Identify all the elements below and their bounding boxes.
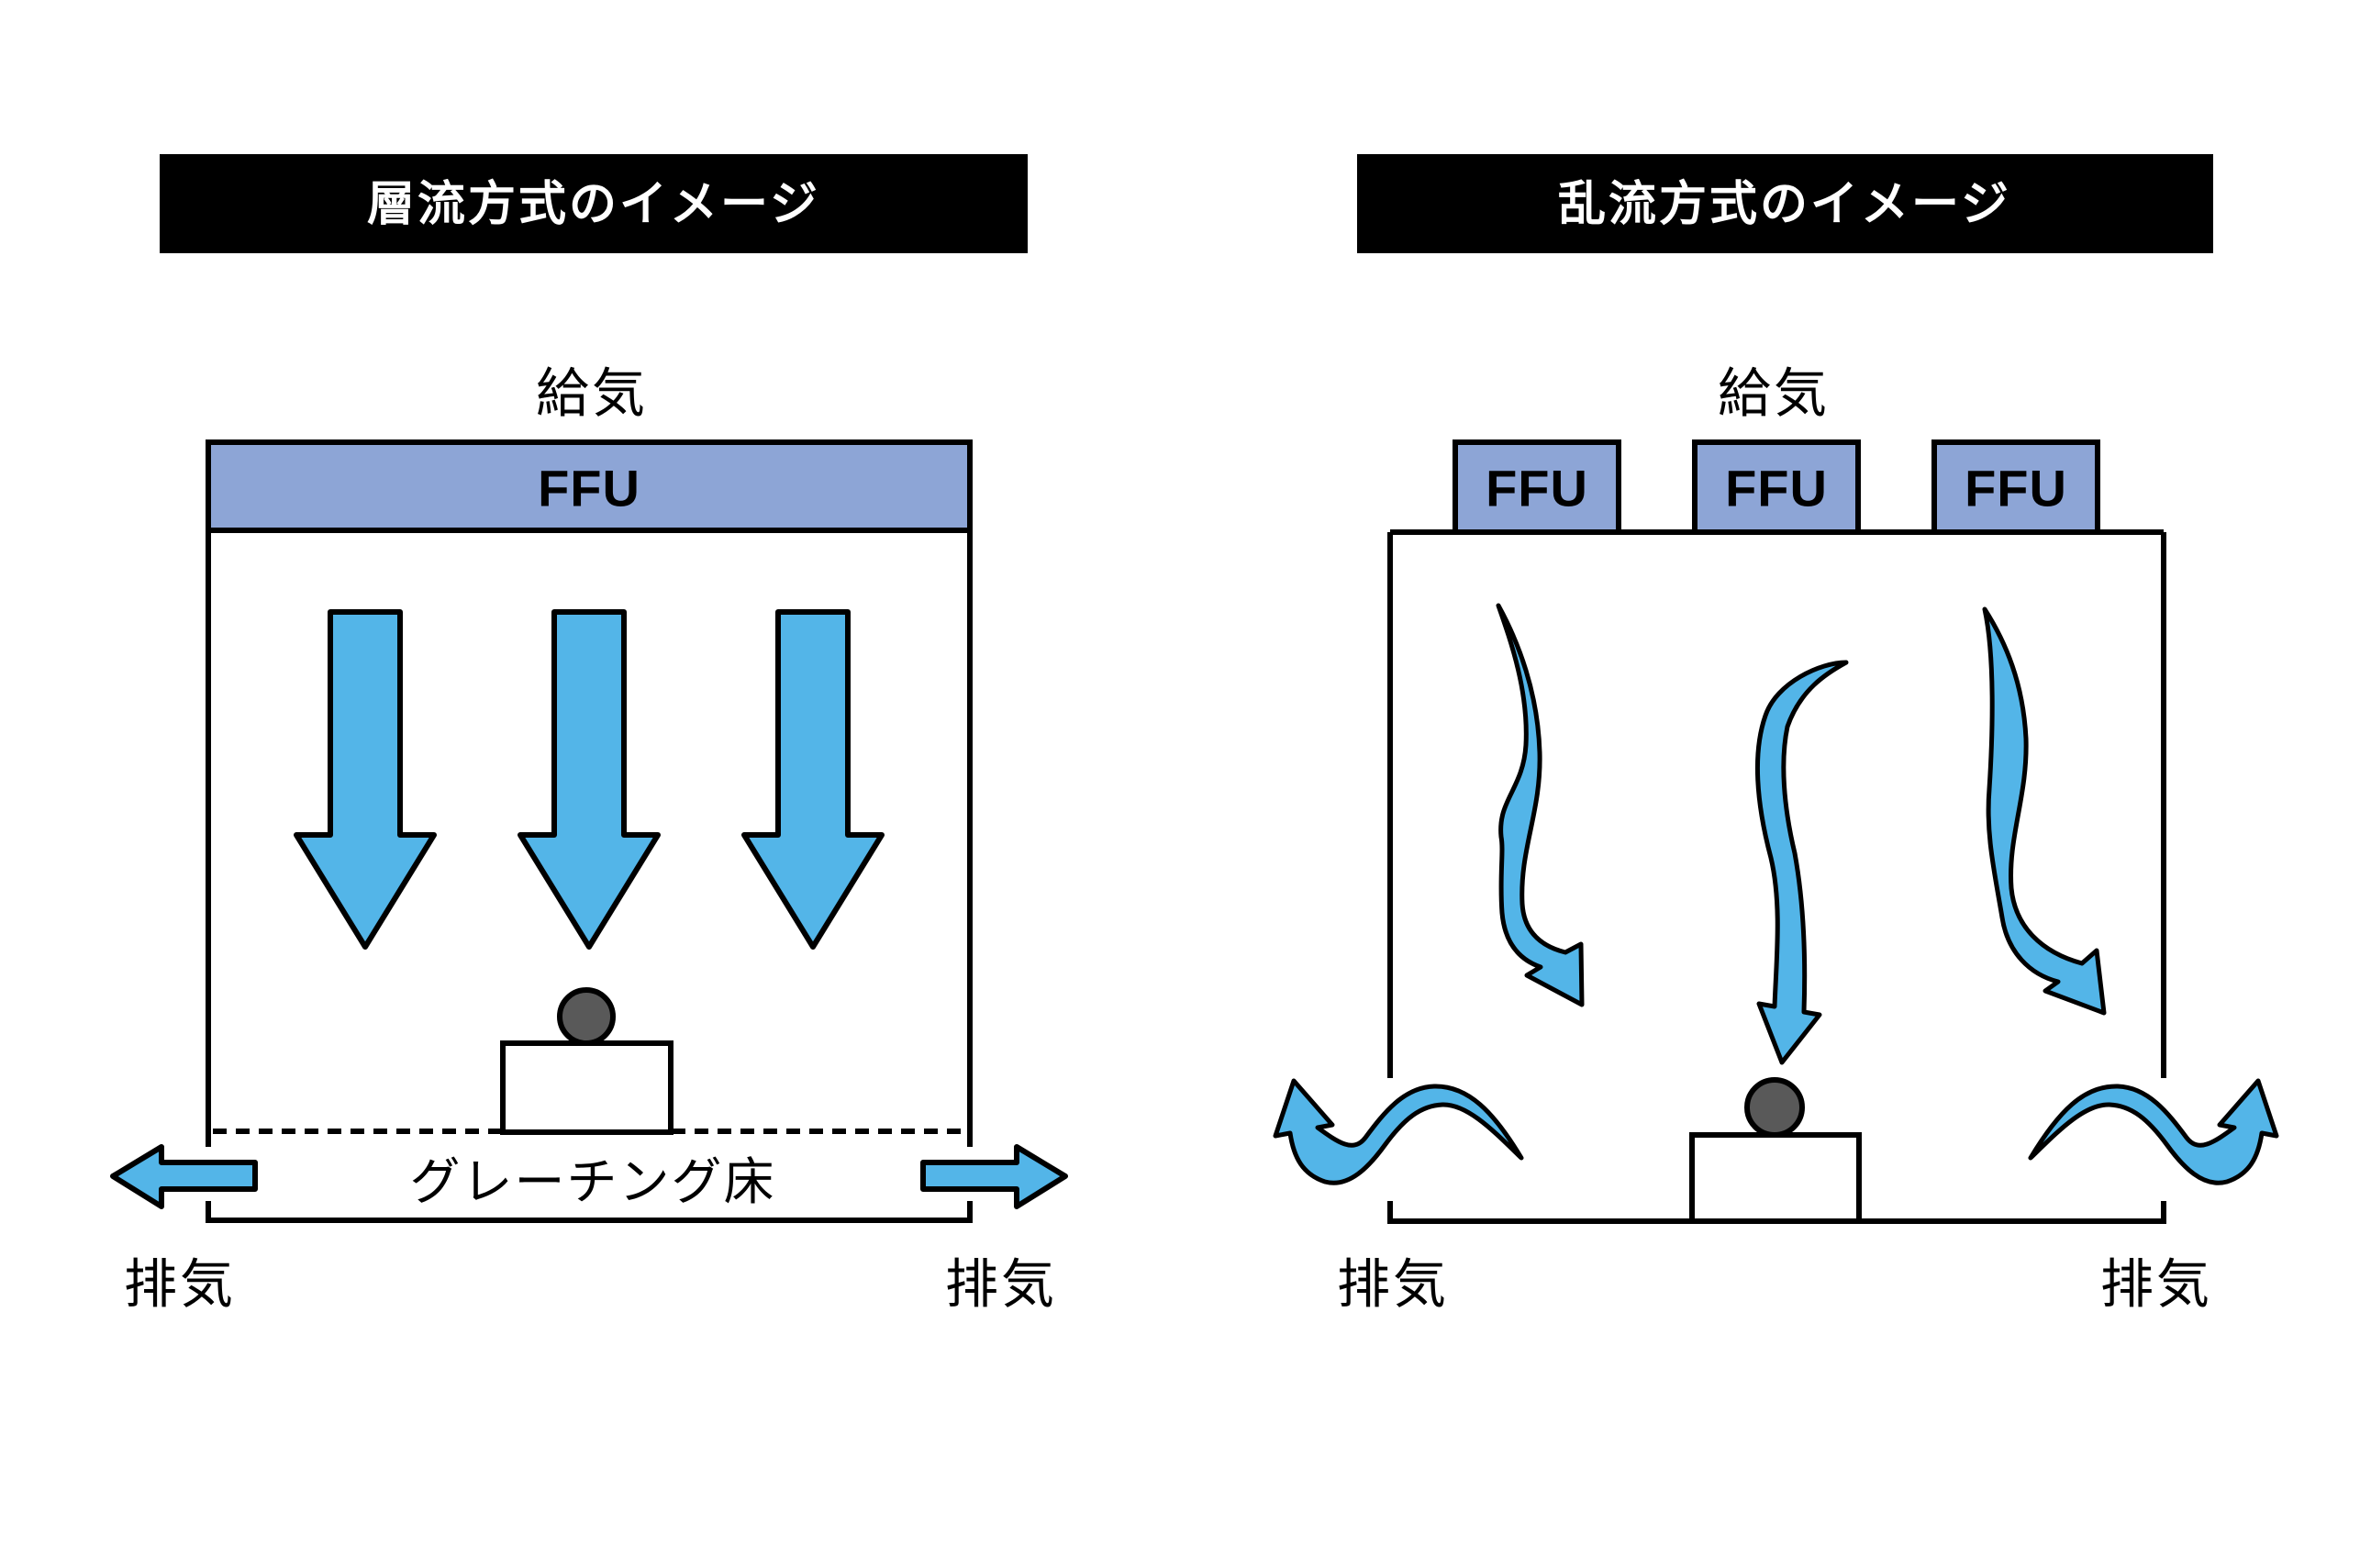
turbulent-flow-diagram: 乱流方式のイメージ 給気 FFU FFU FFU 排気 排気: [1273, 154, 2279, 1315]
turbulent-ffu-box-2: [1692, 439, 1861, 535]
laminar-exhaust-left-label: 排気: [124, 1255, 236, 1315]
turbulent-ffu-label-2: FFU: [1725, 460, 1828, 517]
laminar-exhaust-arrow-left: [110, 1144, 258, 1209]
turbulent-curved-arrow-right: [1982, 606, 2107, 1016]
turbulent-supply-air-label: 給気: [1718, 364, 1830, 424]
turbulent-exhaust-swoosh-right: [2028, 1078, 2279, 1185]
turbulent-ffu-label-3: FFU: [1965, 460, 2067, 517]
turbulent-exhaust-right-label: 排気: [2100, 1255, 2212, 1315]
laminar-title-text: 層流方式のイメージ: [367, 178, 820, 231]
laminar-down-arrow-3: [741, 609, 885, 950]
turbulent-workpiece-ball: [1744, 1077, 1805, 1138]
turbulent-ffu-box-3: [1931, 439, 2100, 535]
laminar-exhaust-right-label: 排気: [945, 1255, 1057, 1315]
laminar-grating-floor-label: グレーチング床: [409, 1153, 775, 1210]
laminar-ffu-label: FFU: [538, 460, 640, 517]
turbulent-title-bar: [1357, 154, 2213, 253]
turbulent-curved-arrow-left: [1496, 603, 1585, 1007]
laminar-title-bar: [160, 154, 1028, 253]
turbulent-ffu-label-1: FFU: [1486, 460, 1588, 517]
laminar-flow-diagram: 層流方式のイメージ 給気 FFU グレーチング床 排気 排気: [110, 154, 1068, 1315]
laminar-ffu-panel: [206, 439, 973, 533]
laminar-supply-air-label: 給気: [536, 364, 648, 424]
laminar-exhaust-arrow-right: [920, 1144, 1068, 1209]
turbulent-title-text: 乱流方式のイメージ: [1558, 178, 2011, 231]
turbulent-exhaust-left-label: 排気: [1337, 1255, 1449, 1315]
laminar-down-arrow-1: [294, 609, 437, 950]
turbulent-curved-arrow-middle: [1754, 660, 1849, 1065]
laminar-workbench: [500, 1040, 673, 1135]
turbulent-workbench: [1689, 1132, 1862, 1224]
turbulent-ffu-box-1: [1453, 439, 1621, 535]
turbulent-exhaust-swoosh-left: [1273, 1078, 1524, 1185]
laminar-down-arrow-2: [518, 609, 661, 950]
laminar-workpiece-ball: [557, 987, 616, 1046]
